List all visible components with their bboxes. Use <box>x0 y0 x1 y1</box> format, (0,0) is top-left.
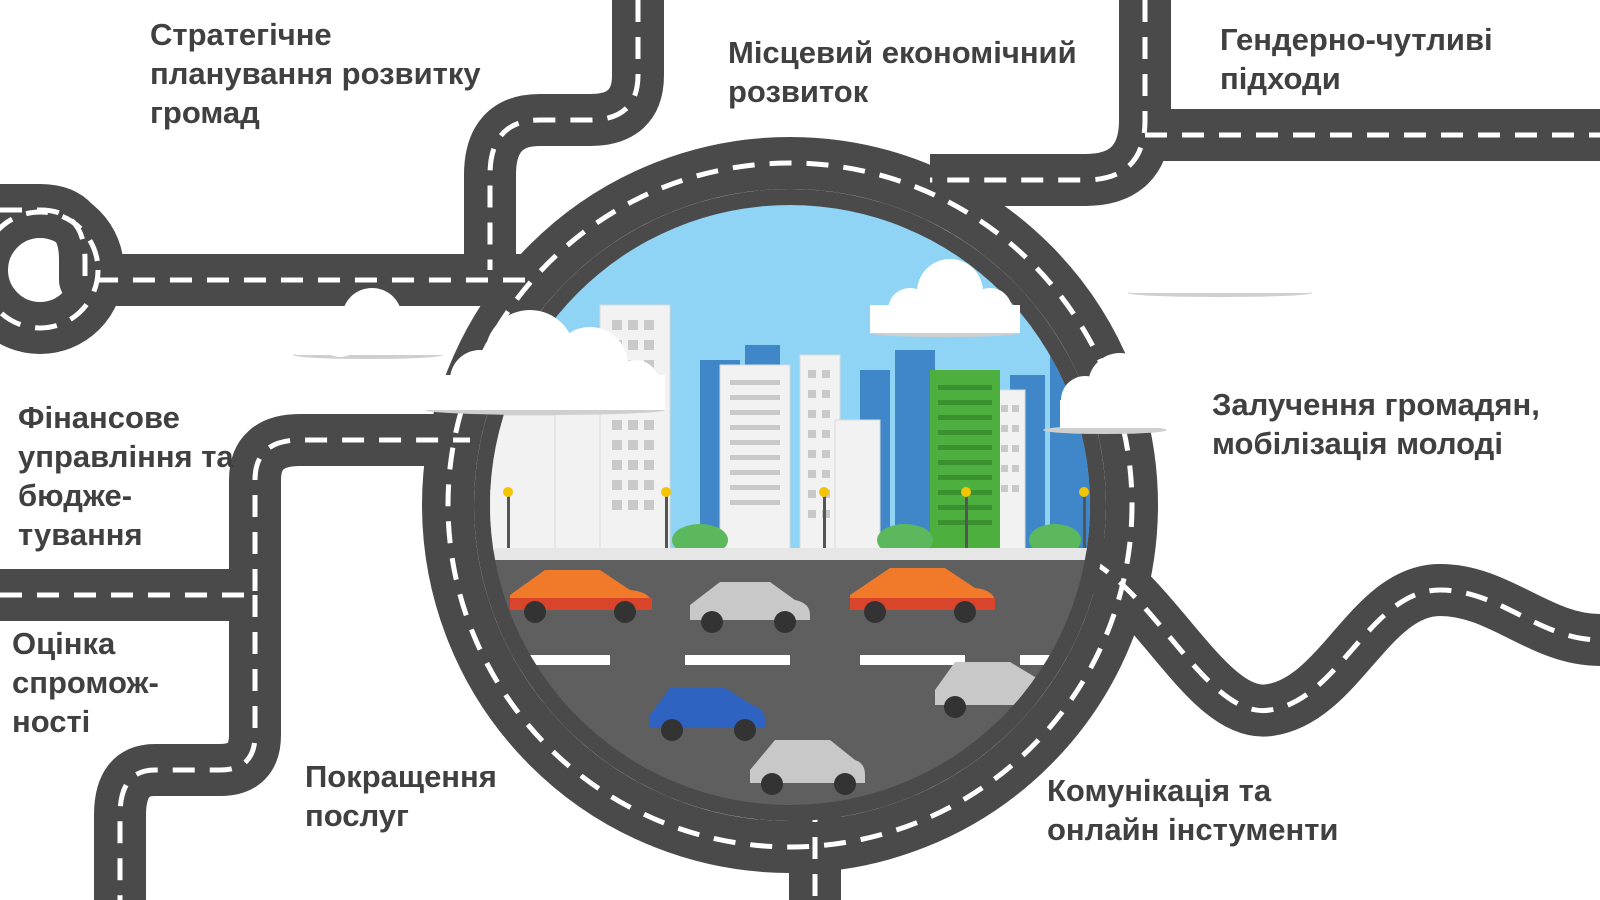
label-service-improvement: Покращення послуг <box>305 757 497 835</box>
label-line: управління та <box>18 439 234 474</box>
label-line: бюдже- <box>18 478 133 513</box>
label-line: тування <box>18 517 143 552</box>
street-lamp-icon <box>503 487 1089 550</box>
label-line: послуг <box>305 798 409 833</box>
label-line: спромож- <box>12 665 159 700</box>
label-line: планування розвитку <box>150 56 481 91</box>
cloud-icon <box>293 207 1312 434</box>
label-communication-online-tools: Комунікація та онлайн інстументи <box>1047 771 1339 849</box>
label-line: Покращення <box>305 759 497 794</box>
label-line: Комунікація та <box>1047 773 1272 808</box>
label-strategic-planning: Стратегічне планування розвитку громад <box>150 15 481 132</box>
label-local-economic-development: Місцевий економічний розвиток <box>728 33 1077 111</box>
label-line: Стратегічне <box>150 17 332 52</box>
label-citizen-engagement: Залучення громадян, мобілізація молоді <box>1212 385 1540 463</box>
city-scene-icon <box>474 189 1106 821</box>
label-line: ності <box>12 704 91 739</box>
label-line: мобілізація молоді <box>1212 426 1503 461</box>
label-line: розвиток <box>728 74 869 109</box>
label-line: громад <box>150 95 260 130</box>
label-line: підходи <box>1220 61 1341 96</box>
label-gender-sensitive-approaches: Гендерно-чутливі підходи <box>1220 20 1493 98</box>
label-financial-management: Фінансове управління та бюдже- тування <box>18 398 234 554</box>
label-capacity-assessment: Оцінка спромож- ності <box>12 624 159 741</box>
label-line: онлайн інстументи <box>1047 812 1339 847</box>
car-icon <box>510 568 1040 795</box>
label-line: Місцевий економічний <box>728 35 1077 70</box>
label-line: Гендерно-чутливі <box>1220 22 1493 57</box>
label-line: Фінансове <box>18 400 180 435</box>
label-line: Оцінка <box>12 626 116 661</box>
label-line: Залучення громадян, <box>1212 387 1540 422</box>
